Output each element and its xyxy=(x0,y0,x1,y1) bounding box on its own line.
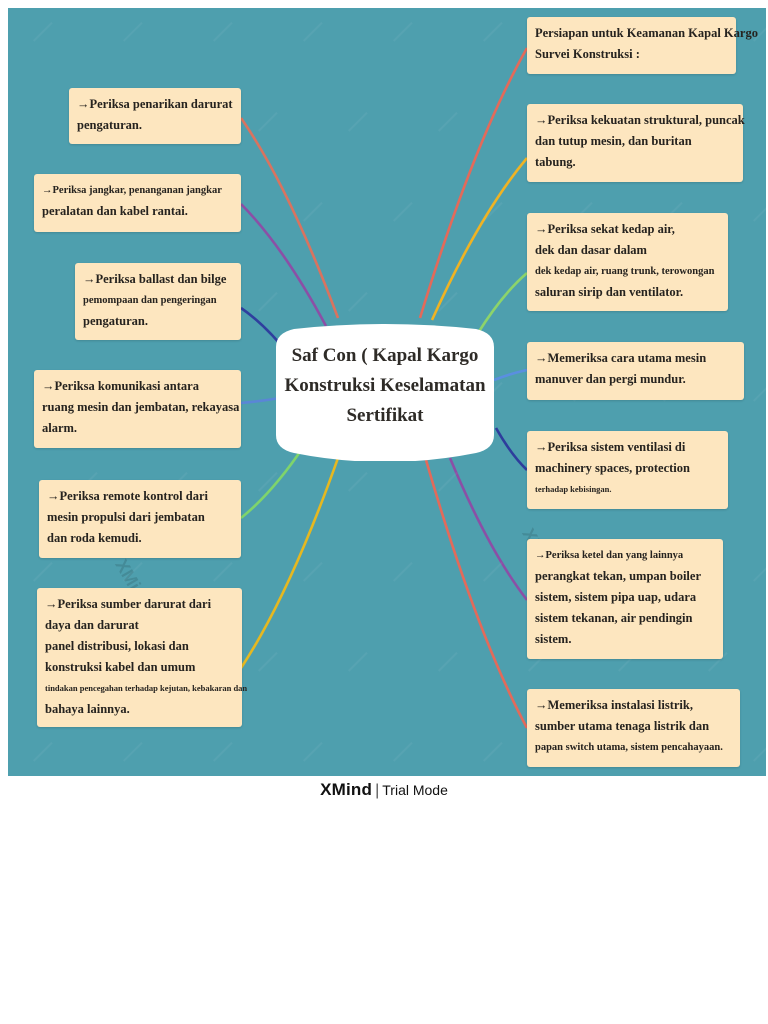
topic-text-line: sistem. xyxy=(535,632,572,646)
topic-remote-propulsion-control[interactable]: →Periksa remote kontrol dari mesin propul… xyxy=(39,480,241,558)
topic-text-line: tindakan pencegahan terhadap kejutan, ke… xyxy=(45,683,248,693)
topic-electrical-installation[interactable]: →Memeriksa instalasi listrik, sumber utam… xyxy=(527,689,740,767)
topic-text-line: alarm. xyxy=(42,421,78,435)
connector-r4 xyxy=(493,368,528,382)
topic-emergency-power-source[interactable]: →Periksa sumber darurat dari daya dan dar… xyxy=(37,588,248,727)
topic-text-line: pemompaan dan pengeringan xyxy=(83,295,217,306)
topic-text-line: →Periksa remote kontrol dari xyxy=(47,489,208,503)
branch-connectors xyxy=(239,47,529,729)
topic-text-line: sistem tekanan, air pendingin xyxy=(535,611,693,625)
topic-text-line: →Periksa komunikasi antara xyxy=(42,379,199,393)
topic-text-line: →Periksa jangkar, penanganan jangkar xyxy=(42,185,222,196)
topic-text-line: sumber utama tenaga listrik dan xyxy=(535,719,710,733)
topic-ballast-bilge[interactable]: →Periksa ballast dan bilge pemompaan dan … xyxy=(75,263,241,340)
topic-text-line: →Periksa sekat kedap air, xyxy=(535,222,675,236)
topic-text-line: papan switch utama, sistem pencahayaan. xyxy=(535,742,723,753)
connector-r2 xyxy=(430,157,528,321)
connector-r7 xyxy=(424,459,529,729)
topic-machinery-ventilation[interactable]: →Periksa sistem ventilasi di machinery sp… xyxy=(527,431,728,509)
connector-r3 xyxy=(476,272,528,334)
trial-mode-label: Trial Mode xyxy=(382,782,448,798)
central-topic[interactable]: Saf Con ( Kapal Kargo Konstruksi Keselam… xyxy=(276,323,494,461)
mindmap-canvas: XMind XMind Saf Con ( Kapal Kargo Konstr… xyxy=(8,8,766,776)
topic-text-line: panel distribusi, lokasi dan xyxy=(45,639,189,653)
topic-text-line: pengaturan. xyxy=(83,314,148,328)
connector-l6 xyxy=(239,457,340,669)
central-topic-title: Saf Con ( Kapal Kargo Konstruksi Keselam… xyxy=(276,341,494,431)
topic-text-line: machinery spaces, protection xyxy=(535,461,690,475)
topic-engine-bridge-communication[interactable]: →Periksa komunikasi antara ruang mesin da… xyxy=(34,370,241,448)
central-title-line-1: Saf Con ( Kapal Kargo xyxy=(291,345,479,366)
topic-text-line: →Periksa penarikan darurat xyxy=(77,97,233,111)
central-title-line-2: Konstruksi Keselamatan xyxy=(284,375,486,396)
topic-boiler-pressure-systems[interactable]: →Periksa ketel dan yang lainnya perangkat… xyxy=(527,539,723,659)
topic-text-line: daya dan darurat xyxy=(45,618,139,632)
topic-text-line: peralatan dan kabel rantai. xyxy=(42,204,188,218)
topic-text-line: dek dan dasar dalam xyxy=(535,243,647,257)
topic-text-line: →Periksa kekuatan struktural, puncak xyxy=(535,113,745,127)
topic-text-line: mesin propulsi dari jembatan xyxy=(47,510,205,524)
topic-text-line: →Periksa ballast dan bilge xyxy=(83,272,227,286)
xmind-logo-text: XMind xyxy=(320,780,373,799)
topic-text-line: bahaya lainnya. xyxy=(45,702,130,716)
topic-emergency-towing[interactable]: →Periksa penarikan darurat pengaturan. xyxy=(69,88,241,144)
topic-text-line: dan roda kemudi. xyxy=(47,531,142,545)
topic-text-line: Persiapan untuk Keamanan Kapal Kargo xyxy=(535,26,758,40)
topic-text-line: perangkat tekan, umpan boiler xyxy=(535,569,701,583)
topic-main-engine-maneuvering[interactable]: →Memeriksa cara utama mesin manuver dan p… xyxy=(527,342,744,400)
topic-text-line: sistem, sistem pipa uap, udara xyxy=(535,590,697,604)
connector-l5 xyxy=(240,445,306,520)
topic-text-line: →Memeriksa instalasi listrik, xyxy=(535,698,693,712)
topic-text-line: dan tutup mesin, dan buritan xyxy=(535,134,692,148)
xmind-trial-banner: XMind|Trial Mode xyxy=(0,780,768,800)
topic-text-line: konstruksi kabel dan umum xyxy=(45,660,196,674)
topic-text-line: dek kedap air, ruang trunk, terowongan xyxy=(535,266,715,277)
central-title-line-3: Sertifikat xyxy=(346,405,424,426)
connector-r5 xyxy=(494,427,528,471)
topic-text-line: →Periksa sistem ventilasi di xyxy=(535,440,686,454)
connector-r1 xyxy=(418,47,529,319)
topic-anchor-handling[interactable]: →Periksa jangkar, penanganan jangkar pera… xyxy=(34,174,241,232)
topic-text-line: pengaturan. xyxy=(77,118,142,132)
topic-text-line: →Periksa ketel dan yang lainnya xyxy=(535,550,684,561)
topic-text-line: ruang mesin dan jembatan, rekayasa xyxy=(42,400,240,414)
topic-structural-strength[interactable]: →Periksa kekuatan struktural, puncak dan … xyxy=(527,104,745,182)
connector-l2 xyxy=(240,203,328,327)
topic-text-line: Survei Konstruksi : xyxy=(535,47,640,61)
brand-separator: | xyxy=(375,782,380,799)
topic-text-line: manuver dan pergi mundur. xyxy=(535,372,686,386)
topic-text-line: terhadap kebisingan. xyxy=(535,484,612,494)
topic-text-line: →Memeriksa cara utama mesin xyxy=(535,351,707,365)
topic-text-line: saluran sirip dan ventilator. xyxy=(535,285,684,299)
central-topic-shape xyxy=(276,324,494,461)
topic-text-line: tabung. xyxy=(535,155,576,169)
topic-text-line: →Periksa sumber darurat dari xyxy=(45,597,212,611)
connector-l1 xyxy=(239,117,340,319)
connector-r6 xyxy=(448,457,529,601)
topic-watertight-bulkheads[interactable]: →Periksa sekat kedap air, dek dan dasar d… xyxy=(527,213,728,311)
